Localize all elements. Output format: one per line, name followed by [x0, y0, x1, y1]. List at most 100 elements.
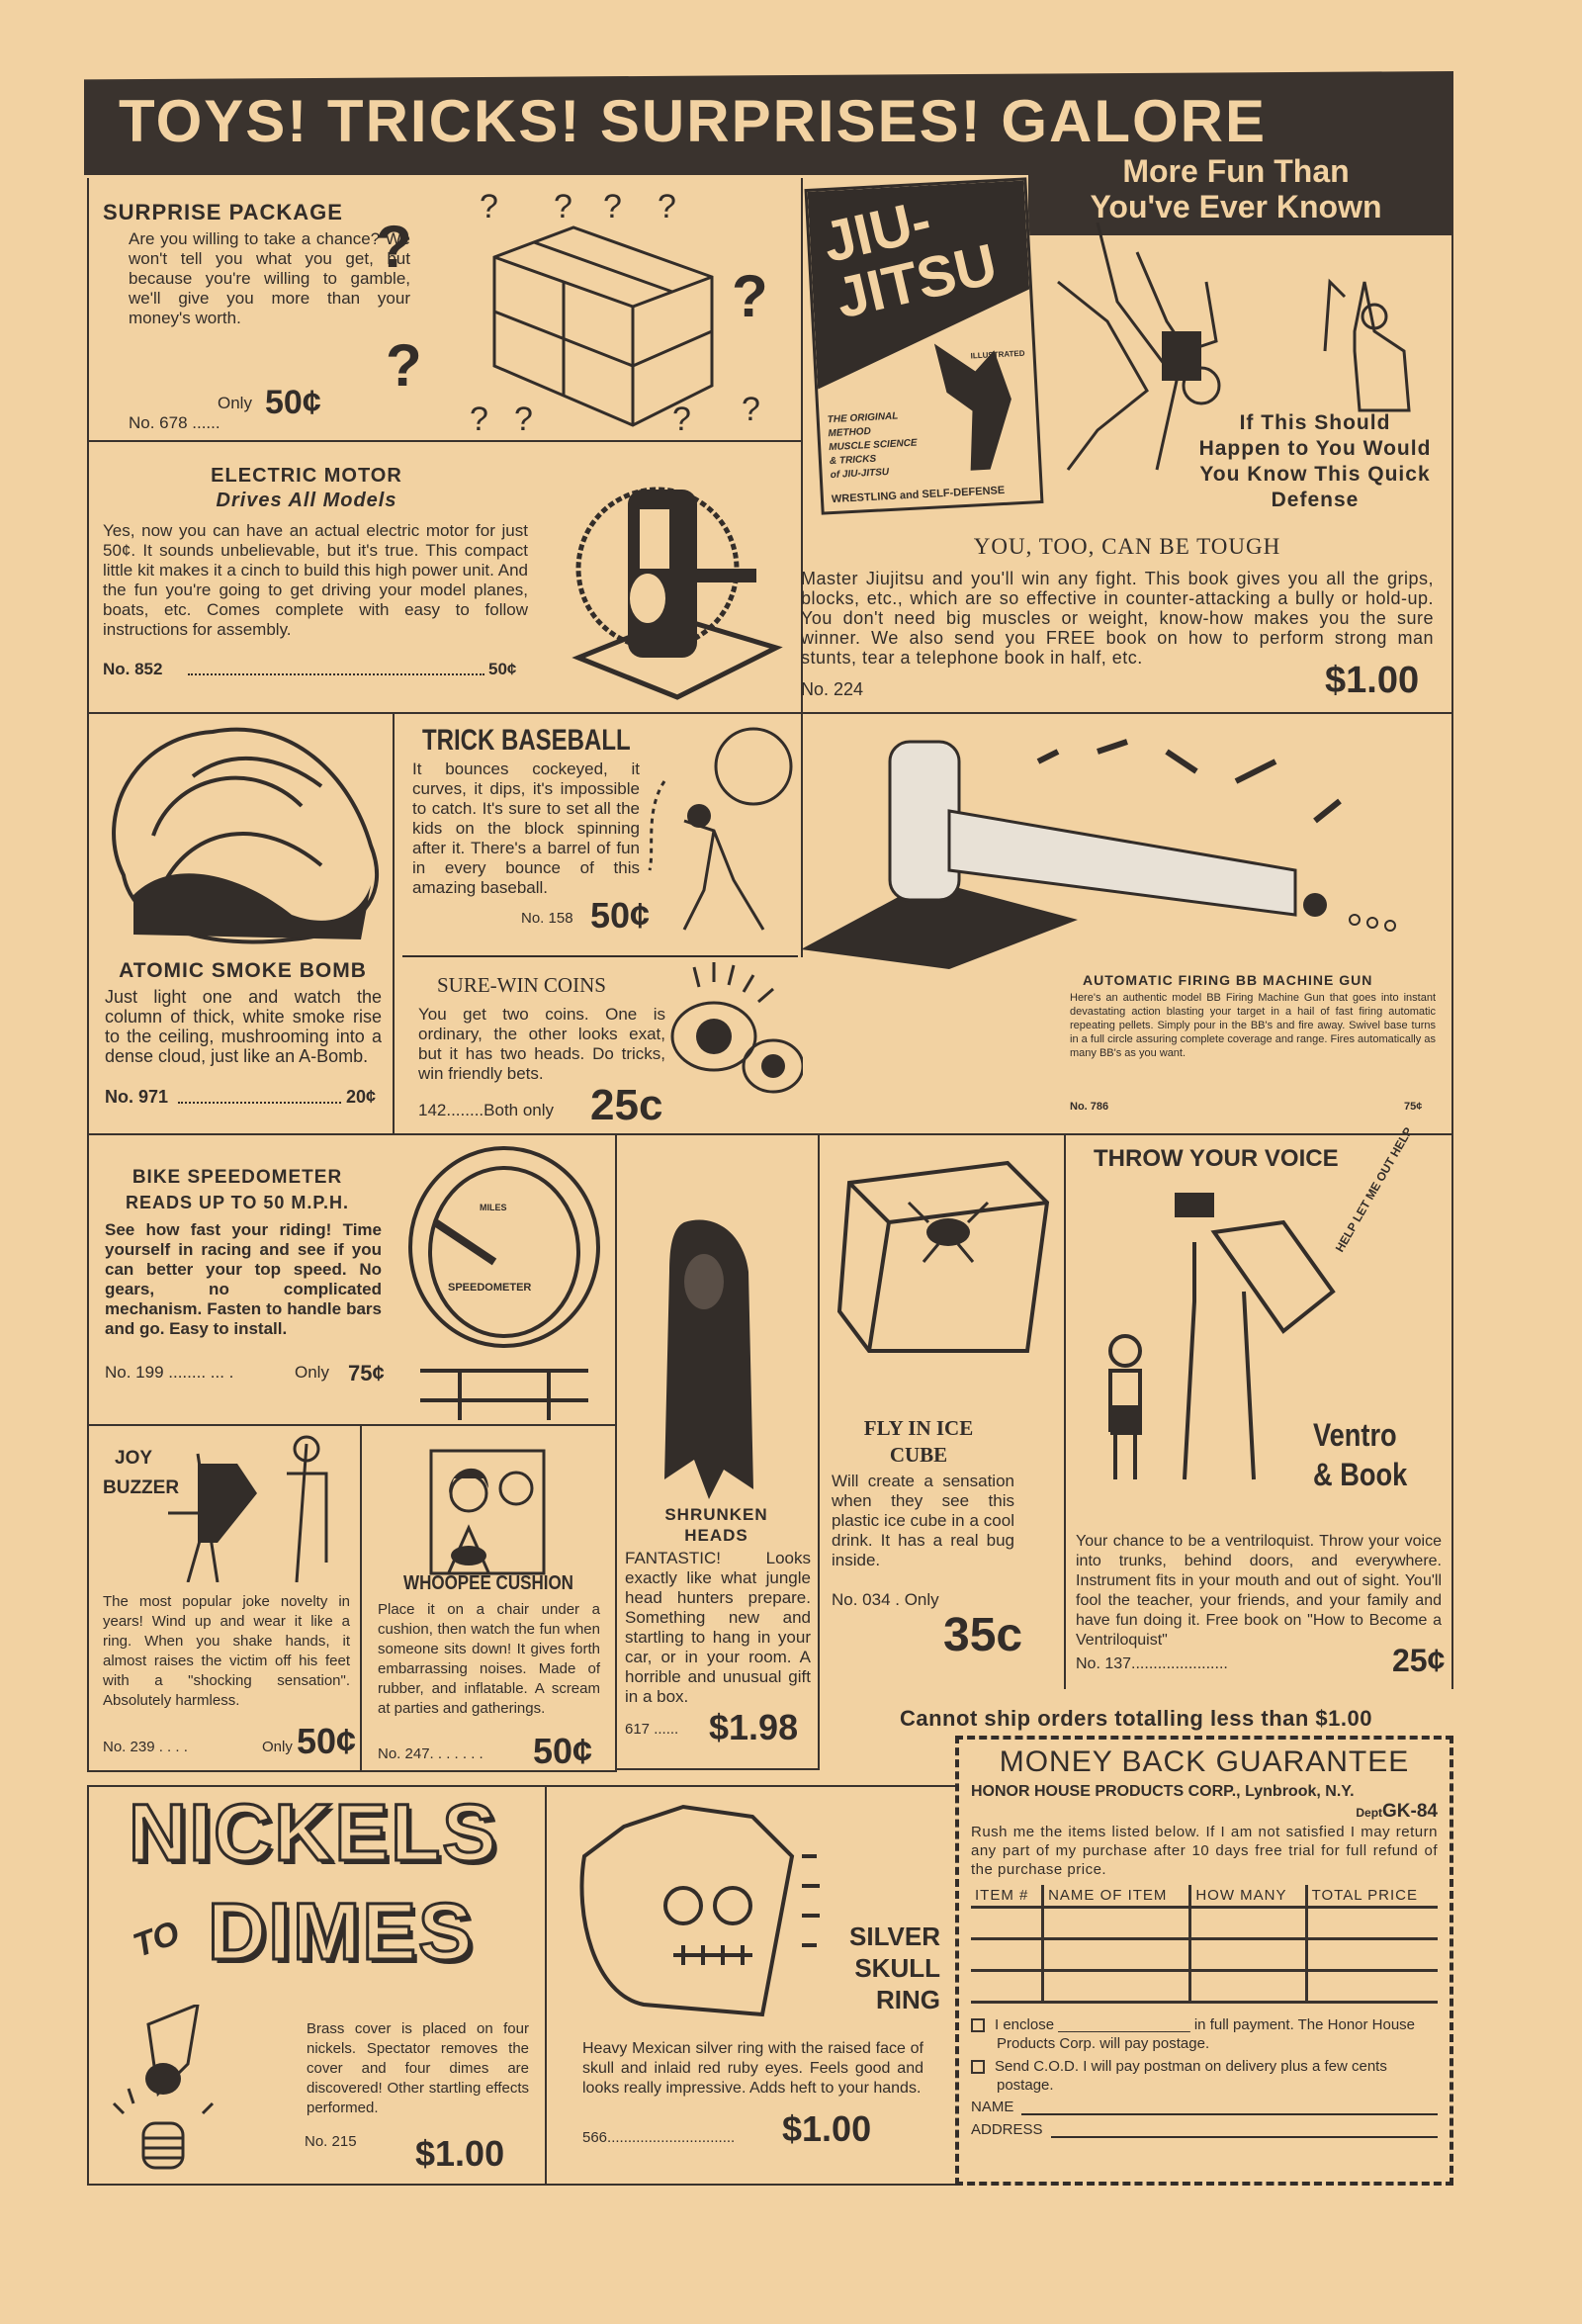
- ad-price: 20¢: [346, 1087, 377, 1107]
- speedometer-icon: MILES SPEEDOMETER: [400, 1143, 608, 1430]
- joy-buzzer-illustration: [168, 1435, 328, 1582]
- ad-title: ATOMIC SMOKE BOMB: [119, 959, 367, 982]
- ad-nickels-to-dimes: NICKELS TO DIMES Brass cover is placed o…: [87, 1785, 547, 2186]
- order-row[interactable]: [971, 1970, 1438, 2004]
- ad-price: $1.00: [415, 2133, 505, 2174]
- ad-surprise-package: SURPRISE PACKAGE Are you willing to take…: [87, 178, 803, 442]
- ad-price: $1.98: [709, 1707, 799, 1747]
- ad-price: 50¢: [488, 660, 517, 678]
- cod-checkbox[interactable]: [971, 2060, 985, 2075]
- ad-price: 75¢: [348, 1361, 385, 1385]
- ad-number: 566...............................: [582, 2129, 736, 2146]
- ad-number: No. 224: [801, 679, 864, 699]
- ad-number: No. 158: [521, 910, 573, 927]
- company-name: HONOR HOUSE PRODUCTS CORP., Lynbrook, N.…: [971, 1783, 1355, 1800]
- payment-option-enclose[interactable]: I enclose ________________ in full payme…: [971, 2015, 1438, 2053]
- subtitle-line-2: You've Ever Known: [1090, 189, 1382, 224]
- product-name: Ventro& Book: [1313, 1417, 1408, 1492]
- ad-bike-speedometer: BIKE SPEEDOMETER READS UP TO 50 M.P.H. S…: [87, 1133, 617, 1426]
- ad-price: 50¢: [265, 384, 321, 421]
- column-header: TOTAL PRICE: [1306, 1885, 1438, 1909]
- ad-price: 25¢: [1392, 1643, 1446, 1678]
- svg-text:?: ?: [386, 332, 422, 399]
- ad-number: No. 678 ......: [129, 413, 220, 432]
- ad-price: 50¢: [297, 1721, 357, 1761]
- svg-text:?: ?: [603, 188, 622, 225]
- book-footer: WRESTLING and SELF-DEFENSE: [831, 484, 1006, 506]
- ad-title: SURE-WIN COINS: [437, 973, 606, 997]
- ad-number: No. 199 ........ ... .: [105, 1363, 234, 1382]
- dept-code: DeptGK-84: [1356, 1801, 1438, 1822]
- ad-number: No. 852: [103, 660, 163, 678]
- ad-body: Place it on a chair under a cushion, the…: [378, 1601, 600, 1717]
- svg-text:?: ?: [470, 401, 488, 435]
- ad-price: 25c: [590, 1081, 663, 1129]
- only-label: Only: [262, 1739, 293, 1755]
- ad-title: THROW YOUR VOICE: [1094, 1145, 1339, 1172]
- ad-body: Brass cover is placed on four nickels. S…: [307, 2020, 529, 2116]
- skull-ring-icon: [579, 1804, 820, 2017]
- ad-body: Will create a sensation when they see th…: [832, 1472, 1014, 1569]
- dial-miles-label: MILES: [480, 1203, 507, 1212]
- ice-cube-fly-icon: [836, 1160, 1050, 1353]
- trunk-help-text: HELP LET ME OUT HELP: [1332, 1124, 1416, 1255]
- shipping-note: Cannot ship orders totalling less than $…: [900, 1706, 1372, 1731]
- ad-body: Just light one and watch the column of t…: [105, 987, 382, 1066]
- ad-title: WHOOPEE CUSHION: [403, 1572, 573, 1594]
- svg-text:?: ?: [376, 214, 412, 280]
- ad-number: No. 215: [305, 2133, 357, 2150]
- ad-title: SURPRISE PACKAGE: [103, 200, 343, 224]
- ad-price: $1.00: [1325, 660, 1420, 701]
- column-header: ITEM #: [971, 1885, 1045, 1909]
- machine-gun-illustration: [801, 739, 1396, 969]
- ad-number: No. 137......................: [1076, 1655, 1228, 1672]
- headline-dimes: DIMES: [207, 1886, 475, 1979]
- only-label: Only: [295, 1363, 329, 1382]
- ad-body: FANTASTIC! Looks exactly like what jungl…: [625, 1549, 811, 1706]
- ad-body: You get two coins. One is ordinary, the …: [418, 1005, 665, 1083]
- order-row[interactable]: [971, 1938, 1438, 1972]
- ad-price: 50¢: [533, 1731, 593, 1771]
- ad-throw-your-voice: THROW YOUR VOICE HELP LET ME OUT HELP Ve…: [1064, 1125, 1453, 1689]
- electric-motor-icon: [571, 487, 783, 700]
- dial-label: SPEEDOMETER: [448, 1282, 532, 1294]
- ad-body: Heavy Mexican silver ring with the raise…: [582, 2040, 923, 2097]
- jiujitsu-callout: If This Should Happen to You Would You K…: [1198, 411, 1432, 511]
- enclose-checkbox[interactable]: [971, 2018, 985, 2033]
- divider: [402, 955, 798, 957]
- ad-price: 50¢: [590, 895, 651, 936]
- ad-price: $1.00: [782, 2108, 872, 2149]
- svg-text:?: ?: [658, 188, 676, 225]
- ad-number: 617 ......: [625, 1721, 679, 1738]
- headline-to: TO: [128, 1914, 185, 1965]
- leader-dots: [178, 1090, 341, 1104]
- smoke-cloud-icon: [112, 727, 380, 944]
- order-row[interactable]: [971, 1907, 1438, 1940]
- ad-atomic-smoke-bomb: ATOMIC SMOKE BOMB Just light one and wat…: [87, 712, 395, 1135]
- ad-title: BIKE SPEEDOMETER: [132, 1167, 343, 1188]
- svg-text:?: ?: [554, 188, 572, 225]
- address-field[interactable]: ADDRESS: [971, 2121, 1438, 2138]
- banner-extension: [1028, 148, 1453, 235]
- order-form-title: MONEY BACK GUARANTEE: [999, 1745, 1410, 1778]
- payment-option-cod[interactable]: Send C.O.D. I will pay postman on delive…: [971, 2057, 1438, 2095]
- ad-number: 142........Both only: [418, 1101, 555, 1119]
- ad-body: Yes, now you can have an actual electric…: [103, 521, 528, 639]
- ad-body: Master Jiujitsu and you'll win any fight…: [801, 569, 1434, 668]
- column-header: NAME OF ITEM: [1042, 1885, 1192, 1909]
- ad-body: It bounces cockeyed, it curves, it dips,…: [412, 760, 640, 897]
- ad-subtitle: Drives All Models: [216, 490, 397, 511]
- ad-title: ELECTRIC MOTOR: [211, 465, 402, 487]
- column-header: HOW MANY: [1189, 1885, 1308, 1909]
- ad-title: TRICK BASEBALL: [422, 724, 631, 757]
- whoopee-cushion-illustration: [429, 1449, 546, 1575]
- package-box-icon: ??? ???? ????: [376, 188, 768, 435]
- ad-title: AUTOMATIC FIRING BB MACHINE GUN: [1083, 972, 1373, 988]
- order-form-body: Rush me the items listed below. If I am …: [971, 1824, 1438, 1878]
- name-field[interactable]: NAME: [971, 2099, 1438, 2115]
